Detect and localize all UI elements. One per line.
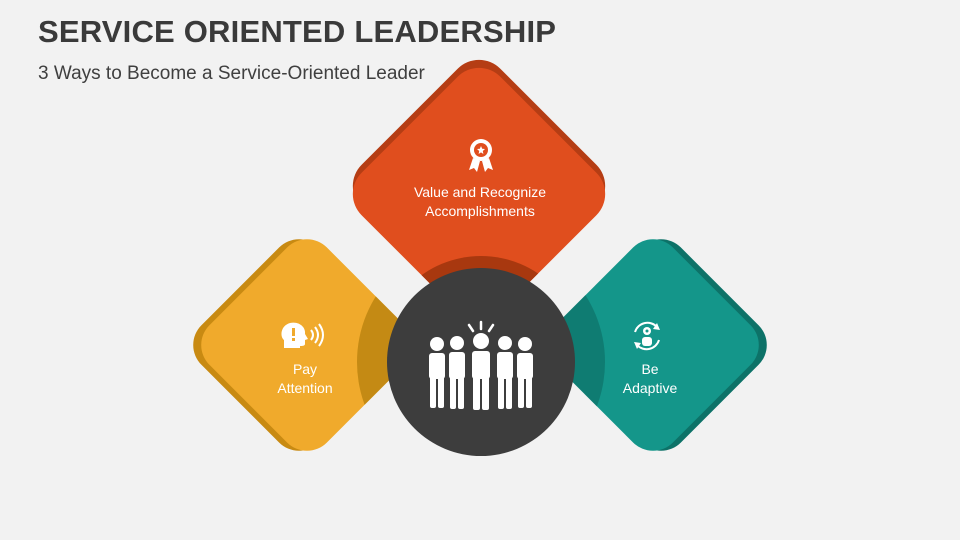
page-title: SERVICE ORIENTED LEADERSHIP xyxy=(38,14,557,49)
item-label-left: Pay Attention xyxy=(245,360,365,398)
item-label-top: Value and Recognize Accomplishments xyxy=(380,183,580,221)
item-label-right: Be Adaptive xyxy=(590,360,710,398)
team-icon xyxy=(429,320,533,410)
adaptive-person-gear-icon xyxy=(634,321,660,351)
item-label-top-line2: Accomplishments xyxy=(425,203,535,219)
diamond-left-face xyxy=(201,239,413,451)
page-subtitle: 3 Ways to Become a Service-Oriented Lead… xyxy=(38,63,425,84)
item-label-left-line2: Attention xyxy=(277,380,333,396)
item-label-top-line1: Value and Recognize xyxy=(413,184,547,200)
item-label-left-line1: Pay xyxy=(292,361,318,377)
item-label-right-line2: Adaptive xyxy=(622,380,678,396)
item-label-right-line1: Be xyxy=(641,361,659,377)
diamond-right-face xyxy=(547,239,759,451)
speaking-head-icon xyxy=(281,322,324,348)
diamond-top-face xyxy=(352,67,606,321)
award-ribbon-icon xyxy=(469,139,493,172)
